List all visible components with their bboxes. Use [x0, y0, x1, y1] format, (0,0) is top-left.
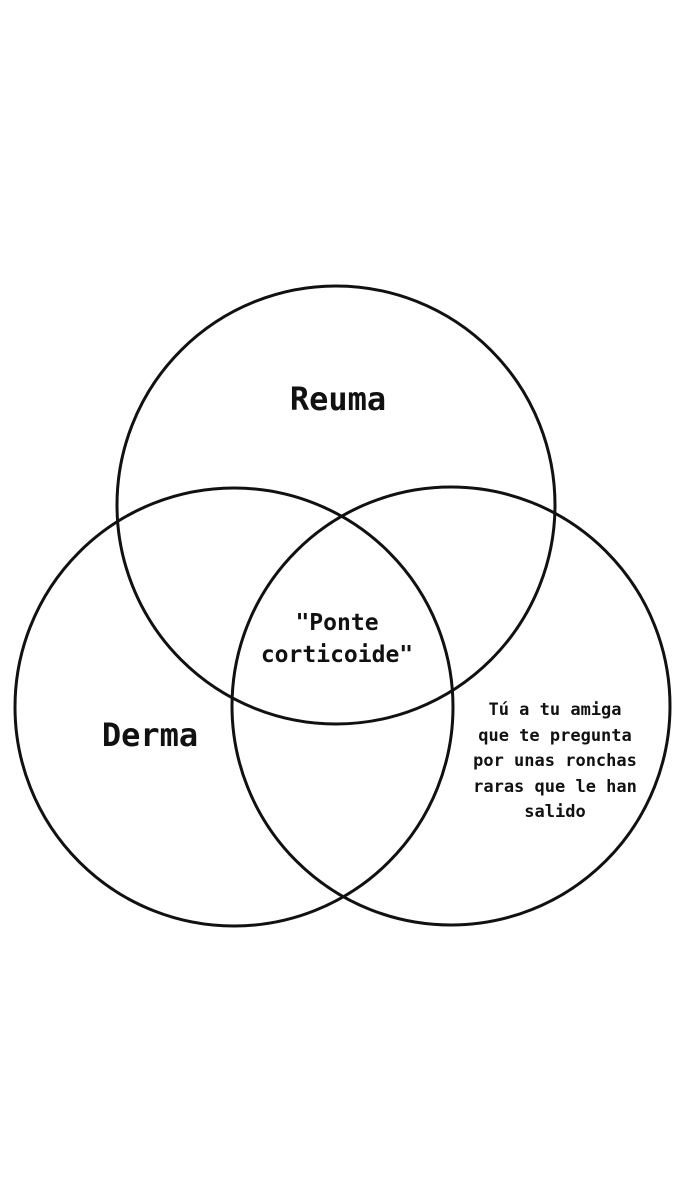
amiga-circle [230, 485, 672, 927]
reuma-circle [115, 284, 557, 726]
intersection-label: "Ponte corticoide" [260, 610, 414, 668]
amiga-label: Tú a tu amiga que te pregunta por unas r… [473, 700, 637, 822]
derma-label: Derma [101, 716, 199, 754]
reuma-label: Reuma [289, 380, 387, 418]
derma-circle [13, 486, 455, 928]
